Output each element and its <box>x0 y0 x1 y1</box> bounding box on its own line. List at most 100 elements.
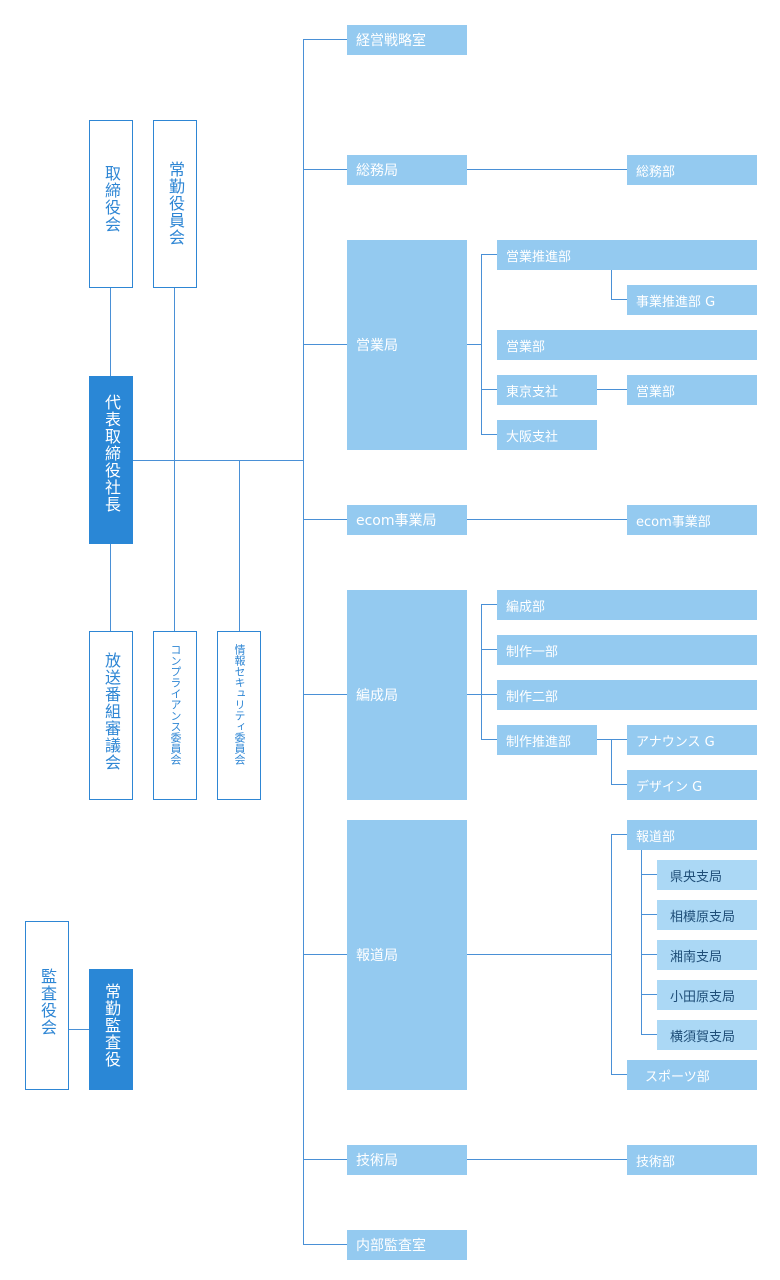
connector <box>69 1029 89 1030</box>
connector <box>611 834 612 1074</box>
news-branch-label: 小田原支局 <box>670 989 736 1005</box>
executive-directors-label: 常勤役員会 <box>166 161 185 246</box>
programming-dept: 編成部 <box>497 590 757 620</box>
connector <box>133 460 303 461</box>
sports-dept: スポーツ部 <box>627 1060 757 1090</box>
connector <box>611 834 627 835</box>
strategy-office-label: 経営戦略室 <box>356 33 426 49</box>
technology-dept-label: 技術部 <box>636 1154 676 1170</box>
connector <box>481 254 482 434</box>
connector <box>611 739 612 784</box>
osaka-branch: 大阪支社 <box>497 420 597 450</box>
general-affairs-bureau-label: 総務局 <box>356 163 398 179</box>
programming-bureau: 編成局 <box>347 590 467 800</box>
standing-auditor-label: 常勤監査役 <box>102 983 121 1068</box>
board-of-directors: 取締役会 <box>89 120 133 288</box>
connector <box>303 169 347 170</box>
connector <box>481 254 497 255</box>
ecom-dept: ecom事業部 <box>627 505 757 535</box>
standing-auditor: 常勤監査役 <box>89 969 133 1090</box>
programming-bureau-label: 編成局 <box>356 688 398 704</box>
connector <box>239 460 240 631</box>
sales-dept: 営業部 <box>497 330 757 360</box>
news-bureau: 報道局 <box>347 820 467 1090</box>
president-label: 代表取締役社長 <box>102 394 121 513</box>
production-dept-1-label: 制作一部 <box>506 644 559 660</box>
ecom-dept-label: ecom事業部 <box>636 514 711 530</box>
news-dept: 報道部 <box>627 820 757 850</box>
announce-group-label: アナウンス G <box>636 734 715 750</box>
sports-dept-label: スポーツ部 <box>645 1069 710 1085</box>
connector <box>611 299 627 300</box>
news-branch: 湘南支局 <box>657 940 757 970</box>
business-promotion-group-label: 事業推進部 G <box>636 294 716 310</box>
sales-promotion-dept: 営業推進部 <box>497 240 757 270</box>
connector <box>303 694 347 695</box>
connector <box>467 694 481 695</box>
news-branch: 県央支局 <box>657 860 757 890</box>
sales-dept-label: 営業部 <box>506 339 546 355</box>
connector <box>597 739 627 740</box>
board-of-auditors-label: 監査役会 <box>38 968 57 1036</box>
production-promotion-dept: 制作推進部 <box>497 725 597 755</box>
connector <box>303 519 347 520</box>
connector <box>641 849 642 1034</box>
tokyo-branch-label: 東京支社 <box>506 384 559 400</box>
connector <box>110 543 111 631</box>
connector <box>174 288 175 631</box>
news-branch: 横須賀支局 <box>657 1020 757 1050</box>
connector <box>611 1074 627 1075</box>
connector <box>467 344 481 345</box>
board-of-auditors: 監査役会 <box>25 921 69 1090</box>
infosec-committee-label: 情報セキュリティ委員会 <box>233 644 246 765</box>
connector <box>641 954 657 955</box>
news-bureau-label: 報道局 <box>356 948 398 964</box>
connector <box>467 169 627 170</box>
board-of-directors-label: 取締役会 <box>102 165 121 233</box>
trunk-line <box>303 39 304 1245</box>
ecom-bureau: ecom事業局 <box>347 505 467 535</box>
news-branch-label: 湘南支局 <box>670 949 723 965</box>
news-branch-label: 横須賀支局 <box>670 1029 736 1045</box>
connector <box>611 269 612 299</box>
connector <box>467 519 627 520</box>
sales-bureau-label: 営業局 <box>356 338 398 354</box>
design-group: デザイン G <box>627 770 757 800</box>
sales-promotion-dept-label: 営業推進部 <box>506 249 572 265</box>
president: 代表取締役社長 <box>89 376 133 544</box>
internal-audit-office-label: 内部監査室 <box>356 1238 426 1254</box>
connector <box>641 994 657 995</box>
sales-bureau: 営業局 <box>347 240 467 450</box>
programming-dept-label: 編成部 <box>506 599 546 615</box>
compliance-committee: コンプライアンス委員会 <box>153 631 197 800</box>
compliance-committee-label: コンプライアンス委員会 <box>169 644 182 765</box>
news-branch-label: 県央支局 <box>670 869 723 885</box>
production-dept-1: 制作一部 <box>497 635 757 665</box>
news-dept-label: 報道部 <box>636 829 676 845</box>
connector <box>467 1159 627 1160</box>
connector <box>481 434 497 435</box>
news-branch-label: 相模原支局 <box>670 909 736 925</box>
connector <box>481 649 497 650</box>
internal-audit-office: 内部監査室 <box>347 1230 467 1260</box>
technology-dept: 技術部 <box>627 1145 757 1175</box>
connector <box>481 389 497 390</box>
connector <box>597 389 627 390</box>
production-promotion-dept-label: 制作推進部 <box>506 734 572 750</box>
connector <box>303 954 347 955</box>
connector <box>481 604 482 739</box>
infosec-committee: 情報セキュリティ委員会 <box>217 631 261 800</box>
connector <box>110 288 111 376</box>
technology-bureau-label: 技術局 <box>356 1153 398 1169</box>
connector <box>303 1244 347 1245</box>
connector <box>641 874 657 875</box>
design-group-label: デザイン G <box>636 779 703 795</box>
connector <box>481 694 497 695</box>
strategy-office: 経営戦略室 <box>347 25 467 55</box>
connector <box>303 39 347 40</box>
connector <box>611 784 627 785</box>
connector <box>481 604 497 605</box>
tokyo-branch: 東京支社 <box>497 375 597 405</box>
ecom-bureau-label: ecom事業局 <box>356 513 437 529</box>
